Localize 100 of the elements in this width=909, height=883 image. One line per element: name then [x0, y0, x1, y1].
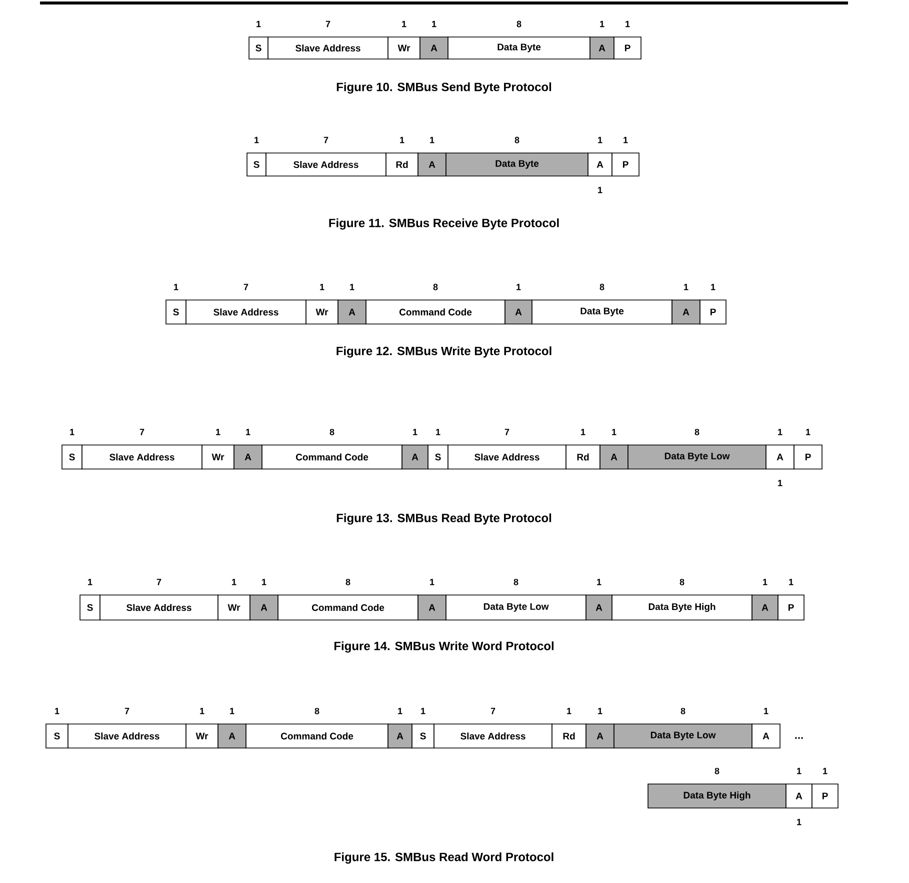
bit-count: 1 — [789, 578, 794, 586]
protocol-field: A — [672, 300, 700, 324]
bit-count: 1 — [581, 428, 586, 436]
bit-count: 1 — [55, 708, 60, 714]
bit-count: 1 — [711, 284, 716, 290]
bit-count: 1 — [612, 428, 616, 436]
bit-count: 1 — [806, 428, 810, 436]
bit-count: 8 — [600, 284, 604, 290]
protocol-field: S — [46, 724, 68, 748]
bit-count: 8 — [514, 136, 520, 144]
protocol-field: Wr — [218, 594, 250, 620]
bit-count: 1 — [797, 768, 802, 774]
bit-count: 1 — [778, 480, 782, 486]
bit-count: 1 — [764, 708, 768, 714]
protocol-field: A — [590, 36, 614, 60]
protocol-field: Wr — [202, 444, 234, 470]
figure-caption: Figure 14. SMBus Write Word Protocol — [334, 641, 554, 653]
protocol-field: A — [600, 444, 628, 470]
protocol-field: Rd — [552, 724, 586, 748]
bit-count: 1 — [232, 578, 236, 586]
protocol-field: A — [338, 300, 366, 324]
continuation-ellipsis: ... — [795, 737, 803, 739]
bit-count: 7 — [326, 20, 330, 28]
bit-count: 8 — [516, 20, 522, 28]
protocol-field: A — [588, 152, 612, 176]
protocol-field: Data Byte Low — [446, 594, 586, 620]
bit-count: 1 — [216, 428, 220, 436]
figure-caption: Figure 13. SMBus Read Byte Protocol — [336, 513, 552, 525]
protocol-field: Command Code — [246, 724, 388, 748]
bit-count: 8 — [714, 768, 720, 774]
protocol-field: A — [752, 724, 780, 748]
protocol-field: A — [504, 300, 532, 324]
bit-count: 1 — [246, 428, 250, 436]
bit-count: 1 — [432, 20, 436, 28]
protocol-field: A — [250, 594, 278, 620]
bit-count: 7 — [140, 428, 144, 436]
bit-count: 1 — [254, 136, 259, 144]
bit-count: 1 — [400, 136, 404, 144]
bit-count: 1 — [174, 284, 178, 290]
bit-count: 8 — [680, 708, 686, 714]
bit-count: 1 — [421, 708, 426, 714]
bit-count: 1 — [200, 708, 204, 714]
figure-caption: Figure 11. SMBus Receive Byte Protocol — [329, 218, 559, 230]
protocol-field: S — [62, 444, 82, 470]
bit-count: 1 — [797, 818, 802, 826]
protocol-field: Rd — [566, 444, 600, 470]
bit-count: 7 — [124, 708, 130, 714]
bit-count: 1 — [70, 428, 74, 436]
protocol-field: P — [794, 444, 822, 470]
protocol-field: P — [700, 300, 726, 324]
bit-count: 1 — [598, 186, 602, 194]
bit-count: 8 — [330, 428, 334, 436]
bit-count: 1 — [413, 428, 418, 436]
bit-count: 1 — [626, 20, 630, 28]
bit-count: 7 — [156, 578, 162, 586]
bit-count: 8 — [694, 428, 700, 436]
protocol-field: A — [218, 724, 246, 748]
protocol-field: A — [420, 36, 448, 60]
protocol-field: A — [786, 784, 812, 808]
protocol-field: P — [614, 36, 642, 60]
protocol-field: S — [166, 300, 186, 324]
bit-count: 1 — [567, 708, 572, 714]
bit-count: 1 — [320, 284, 324, 290]
bit-count: 1 — [256, 20, 261, 28]
bit-count: 1 — [402, 20, 406, 28]
bit-count: 1 — [823, 768, 828, 774]
bit-count: 7 — [504, 428, 510, 436]
protocol-field: S — [412, 724, 434, 748]
protocol-field: S — [246, 152, 266, 176]
bit-count: 7 — [490, 708, 496, 714]
protocol-field: P — [812, 784, 838, 808]
bit-count: 8 — [314, 708, 320, 714]
bit-count: 1 — [684, 284, 688, 290]
bit-count: 8 — [680, 578, 684, 586]
figure-caption: Figure 15. SMBus Read Word Protocol — [334, 852, 554, 864]
bit-count: 1 — [600, 20, 604, 28]
protocol-field: A — [234, 444, 262, 470]
bit-count: 8 — [433, 284, 438, 290]
protocol-field: S — [80, 594, 100, 620]
protocol-field: A — [388, 724, 412, 748]
bit-count: 1 — [624, 136, 628, 144]
protocol-field: A — [418, 152, 446, 176]
bit-count: 1 — [598, 136, 602, 144]
bit-count: 7 — [244, 284, 248, 290]
bit-count: 1 — [598, 708, 602, 714]
bit-count: 1 — [436, 428, 440, 436]
bit-count: 8 — [514, 578, 518, 586]
protocol-field: Command Code — [262, 444, 402, 470]
protocol-field: A — [766, 444, 794, 470]
bit-count: 1 — [778, 428, 782, 436]
protocol-field: Wr — [388, 36, 420, 60]
protocol-field: Wr — [306, 300, 338, 324]
protocol-field: Wr — [186, 724, 218, 748]
bit-count: 1 — [430, 578, 434, 586]
protocol-field: P — [778, 594, 804, 620]
protocol-field: S — [428, 444, 448, 470]
figure-caption: Figure 10. SMBus Send Byte Protocol — [336, 82, 552, 94]
bit-count: 1 — [398, 708, 402, 714]
protocol-field: A — [418, 594, 446, 620]
bit-count: 1 — [230, 708, 234, 714]
